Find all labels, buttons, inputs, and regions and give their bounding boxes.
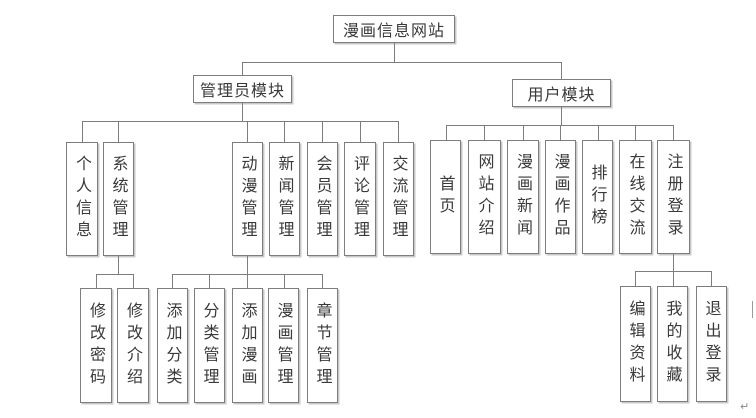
connector-stub [635, 125, 636, 140]
connector-stub [247, 121, 248, 142]
node-category-mgmt: 分类管理 [194, 288, 225, 403]
node-register-login: 注册登录 [657, 140, 690, 254]
connector-admin-drop [242, 103, 243, 121]
connector-stub [484, 125, 485, 140]
connector-stub [284, 274, 285, 288]
node-chapter-mgmt: 章节管理 [307, 288, 338, 403]
connector-admin-rail [82, 121, 399, 122]
connector-stub [322, 274, 323, 288]
connector-stub [118, 121, 119, 142]
node-home: 首页 [430, 140, 461, 254]
node-edit-profile: 编辑资料 [620, 286, 651, 402]
connector-stub [96, 274, 97, 288]
node-ranking: 排行榜 [582, 140, 613, 254]
node-comic-works: 漫画作品 [545, 140, 576, 254]
node-add-comic: 添加漫画 [232, 288, 263, 403]
connector-stub [133, 274, 134, 288]
node-news-mgmt: 新闻管理 [269, 142, 300, 256]
connector-stub [635, 271, 636, 286]
text-cursor-artifact [752, 301, 753, 318]
connector-stub [711, 271, 712, 286]
node-online-chat: 在线交流 [619, 140, 652, 254]
node-user-module: 用户模块 [512, 79, 611, 107]
node-add-category: 添加分类 [157, 288, 188, 403]
node-comment-mgmt: 评论管理 [344, 142, 376, 256]
connector-stub [560, 125, 561, 140]
node-my-favorites: 我的收藏 [657, 286, 688, 402]
paragraph-mark: ↵ [740, 400, 750, 413]
connector-stub [446, 125, 447, 140]
connector-system-rail [96, 274, 134, 275]
connector-stub [398, 121, 399, 142]
connector-stub [673, 125, 674, 140]
node-edit-intro: 修改介绍 [117, 288, 149, 403]
connector-root-drop [394, 43, 395, 62]
node-system-mgmt: 系统管理 [103, 142, 134, 256]
connector-stub [82, 121, 83, 142]
node-comic-news: 漫画新闻 [507, 140, 539, 254]
connector-user-stub [561, 62, 562, 79]
node-anime-mgmt: 动漫管理 [232, 142, 263, 256]
connector-stub [172, 274, 173, 288]
node-change-password: 修改密码 [80, 288, 112, 403]
connector-stub [209, 274, 210, 288]
node-admin-module: 管理员模块 [193, 75, 292, 103]
connector-stub [673, 271, 674, 286]
node-comic-mgmt: 漫画管理 [268, 288, 299, 403]
node-member-mgmt: 会员管理 [307, 142, 338, 256]
node-communication-mgmt: 交流管理 [383, 142, 414, 256]
connector-user-drop [561, 107, 562, 125]
node-personal-info: 个人信息 [66, 142, 98, 256]
connector-register-drop [673, 254, 674, 271]
connector-stub [284, 121, 285, 142]
connector-stub [247, 274, 248, 288]
node-logout: 退出登录 [696, 286, 727, 402]
connector-stub [322, 121, 323, 142]
connector-stub [598, 125, 599, 140]
connector-level2-rail [242, 62, 562, 63]
connector-anime-drop [247, 256, 248, 274]
node-site-intro: 网站介绍 [468, 140, 501, 254]
connector-stub [523, 125, 524, 140]
node-root: 漫画信息网站 [333, 15, 455, 43]
connector-system-drop [118, 256, 119, 274]
connector-stub [360, 121, 361, 142]
connector-admin-stub [242, 62, 243, 75]
